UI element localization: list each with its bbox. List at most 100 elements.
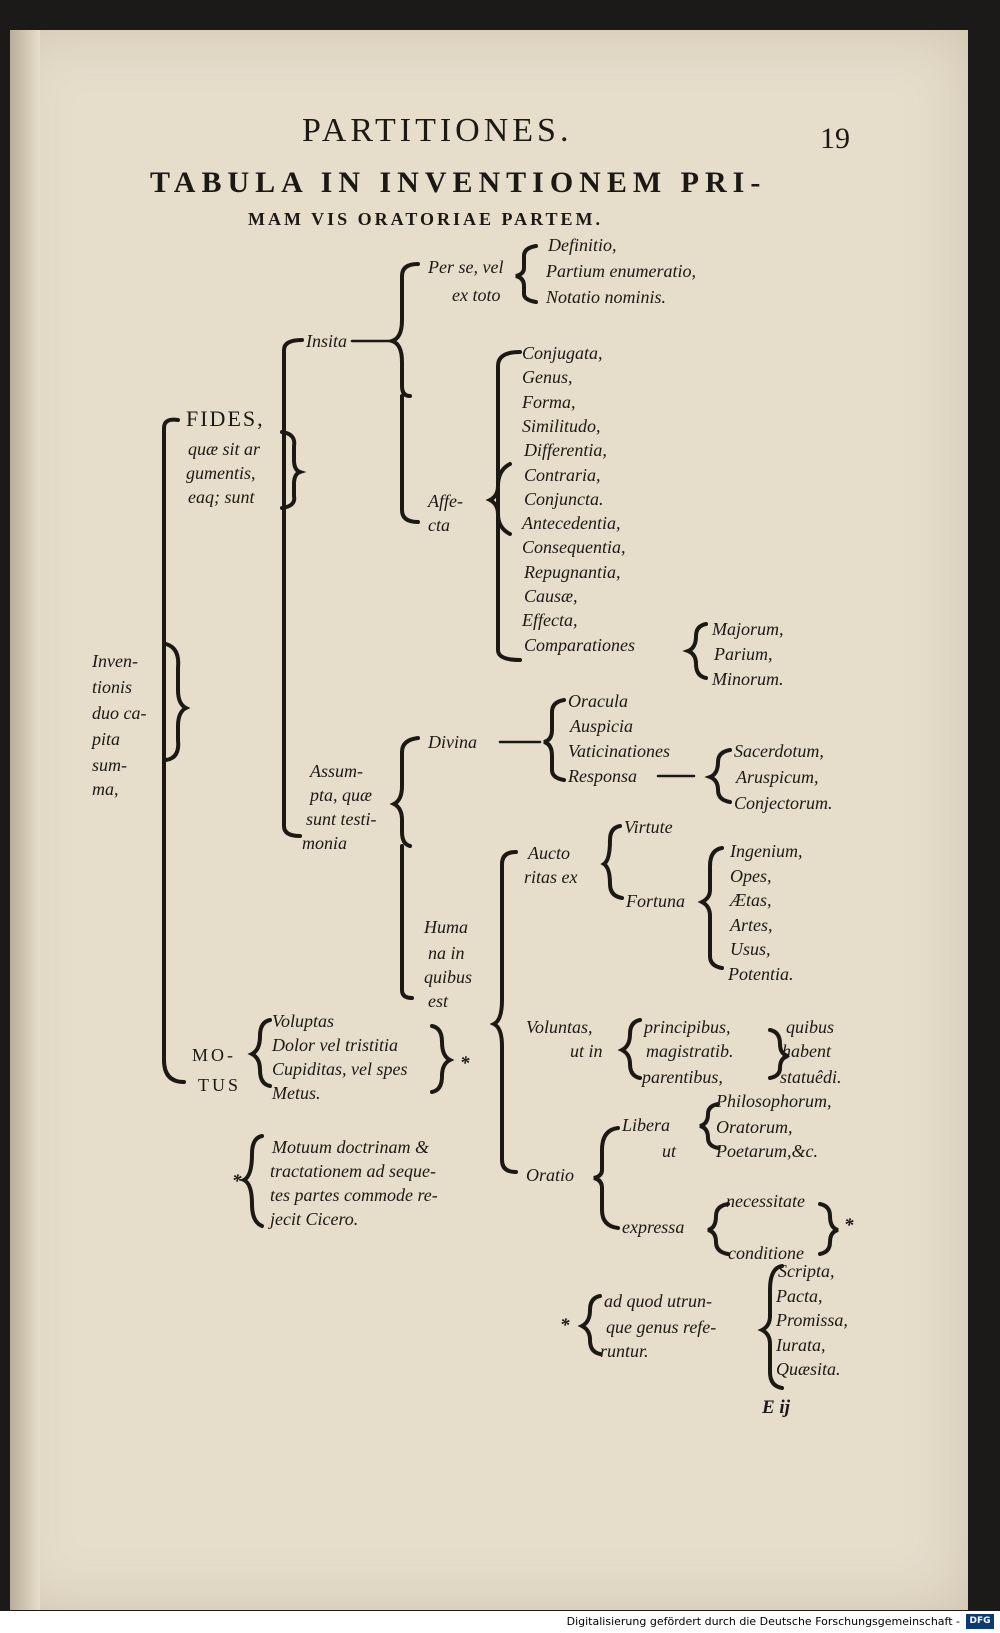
libera-item: Philosophorum, <box>716 1091 832 1111</box>
insita-vertical <box>400 394 420 524</box>
comparationes-item: Parium, <box>714 644 773 664</box>
page-spine-shadow <box>10 30 40 1610</box>
perse-item: Definitio, <box>548 235 617 255</box>
fortuna-brace <box>697 846 724 970</box>
genus-item: Iurata, <box>776 1334 826 1355</box>
dfg-logo: DFG <box>966 1614 994 1629</box>
fides-desc-2: gumentis, <box>186 463 256 483</box>
affecta-label-2: cta <box>428 515 450 535</box>
humana-label-4: est <box>428 991 448 1011</box>
comparationes-brace <box>682 622 708 680</box>
main-vertical <box>162 417 186 1084</box>
divina-item: Auspicia <box>570 716 633 736</box>
virtute-label: Virtute <box>624 817 673 837</box>
book-page <box>10 30 968 1610</box>
motus-close-brace <box>430 1024 455 1094</box>
humana-brace <box>489 850 518 1174</box>
oratio-brace <box>593 1126 620 1230</box>
perse-label-2: ex toto <box>452 285 501 305</box>
voluntas-tail-brace <box>768 1028 789 1080</box>
voluntas-item: magistratib. <box>646 1041 734 1061</box>
affecta-item: Causæ, <box>524 586 578 606</box>
perse-label-1: Per se, vel <box>428 257 504 277</box>
fides-vertical <box>282 338 304 838</box>
divina-brace <box>543 698 566 782</box>
voluntas-item: parentibus, <box>642 1067 723 1087</box>
signature-mark: E ij <box>762 1397 790 1418</box>
fortuna-item: Ingenium, <box>730 841 803 861</box>
assumpta-label-4: monia <box>302 833 347 853</box>
affecta-item: Genus, <box>522 367 573 388</box>
divina-item: Responsa <box>568 766 637 786</box>
note-genus-line: que genus refe- <box>606 1317 717 1337</box>
divina-item: Vaticinationes <box>568 741 670 761</box>
motus-item: Metus. <box>272 1083 321 1103</box>
perse-item: Partium enumeratio, <box>546 261 696 281</box>
fides-desc-3: eaq; sunt <box>188 487 255 507</box>
note-motus-line: Motuum doctrinam & <box>272 1137 429 1157</box>
motus-item: Voluptas <box>272 1011 335 1031</box>
fortuna-label: Fortuna <box>626 891 686 911</box>
fortuna-item: Ætas, <box>730 890 772 911</box>
motus-label-2: TUS <box>198 1075 242 1095</box>
note-genus-line: ad quod utrun- <box>604 1291 712 1311</box>
divina-item: Oracula <box>568 691 628 711</box>
expressa-item: necessitate <box>726 1191 805 1211</box>
motus-asterisk: * <box>460 1053 470 1074</box>
genus-items-brace <box>757 1264 784 1390</box>
genus-item: Quæsita. <box>776 1359 841 1379</box>
libera-label-1: Libera <box>622 1115 671 1135</box>
affecta-item: Differentia, <box>524 440 607 461</box>
expressa-close-brace <box>818 1202 839 1256</box>
voluntas-tail: quibus <box>786 1017 835 1037</box>
insita-brace <box>385 262 420 398</box>
libera-item: Poetarum,&c. <box>716 1141 818 1161</box>
genus-item: Promissa, <box>776 1310 848 1330</box>
oratio-label: Oratio <box>526 1165 575 1185</box>
motus-label-1: MO- <box>192 1045 236 1065</box>
note-genus-line: runtur. <box>600 1341 649 1361</box>
auctoritas-label-1: Aucto <box>528 843 570 863</box>
affecta-item: Consequentia, <box>522 537 626 558</box>
affecta-item: Repugnantia, <box>524 561 621 582</box>
genus-item: Scripta, <box>778 1261 835 1281</box>
page-number: 19 <box>820 122 850 155</box>
libera-brace <box>699 1102 720 1150</box>
libera-item: Oratorum, <box>716 1117 793 1137</box>
fortuna-item: Opes, <box>730 865 772 886</box>
affecta-item: Contraria, <box>524 464 601 485</box>
running-title: PARTITIONES. <box>302 112 573 149</box>
digitization-footer: Digitalisierung gefördert durch die Deut… <box>0 1611 1000 1633</box>
note-motus-brace <box>239 1134 264 1228</box>
fortuna-item: Artes, <box>730 914 773 935</box>
fides-brace <box>280 430 307 510</box>
note-motus-line: tes partes commode re- <box>270 1185 438 1205</box>
genus-asterisk: * <box>560 1315 570 1336</box>
expressa-label: expressa <box>622 1217 685 1237</box>
fides-desc-1: quæ sit ar <box>188 439 261 459</box>
motus-item: Cupiditas, vel spes <box>272 1059 408 1079</box>
fortuna-item: Usus, <box>730 939 771 960</box>
voluntas-brace <box>617 1018 642 1080</box>
libera-label-2: ut <box>662 1141 677 1161</box>
comparationes-item: Minorum. <box>712 669 784 689</box>
auctoritas-brace <box>600 824 624 900</box>
voluntas-label-1: Voluntas, <box>526 1017 593 1037</box>
affecta-bracket <box>496 350 522 662</box>
genus-item: Pacta, <box>776 1285 823 1306</box>
responsa-item: Conjectorum. <box>734 793 833 813</box>
voluntas-item: principibus, <box>644 1017 731 1037</box>
expressa-asterisk: * <box>844 1215 854 1236</box>
expressa-item: conditione <box>728 1243 804 1263</box>
voluntas-label-2: ut in <box>570 1041 603 1061</box>
humana-label-3: quibus <box>424 967 473 987</box>
affecta-brace <box>485 462 512 536</box>
affecta-item: Conjuncta. <box>524 488 604 509</box>
note-motus-line: tractationem ad seque- <box>270 1161 436 1181</box>
footer-credit: Digitalisierung gefördert durch die Deut… <box>566 1615 960 1628</box>
assumpta-vertical <box>400 844 414 1000</box>
affecta-item: Effecta, <box>522 610 578 631</box>
fortuna-item: Potentia. <box>728 964 794 984</box>
table-title-line1: TABULA IN INVENTIONEM PRI- <box>150 166 767 199</box>
